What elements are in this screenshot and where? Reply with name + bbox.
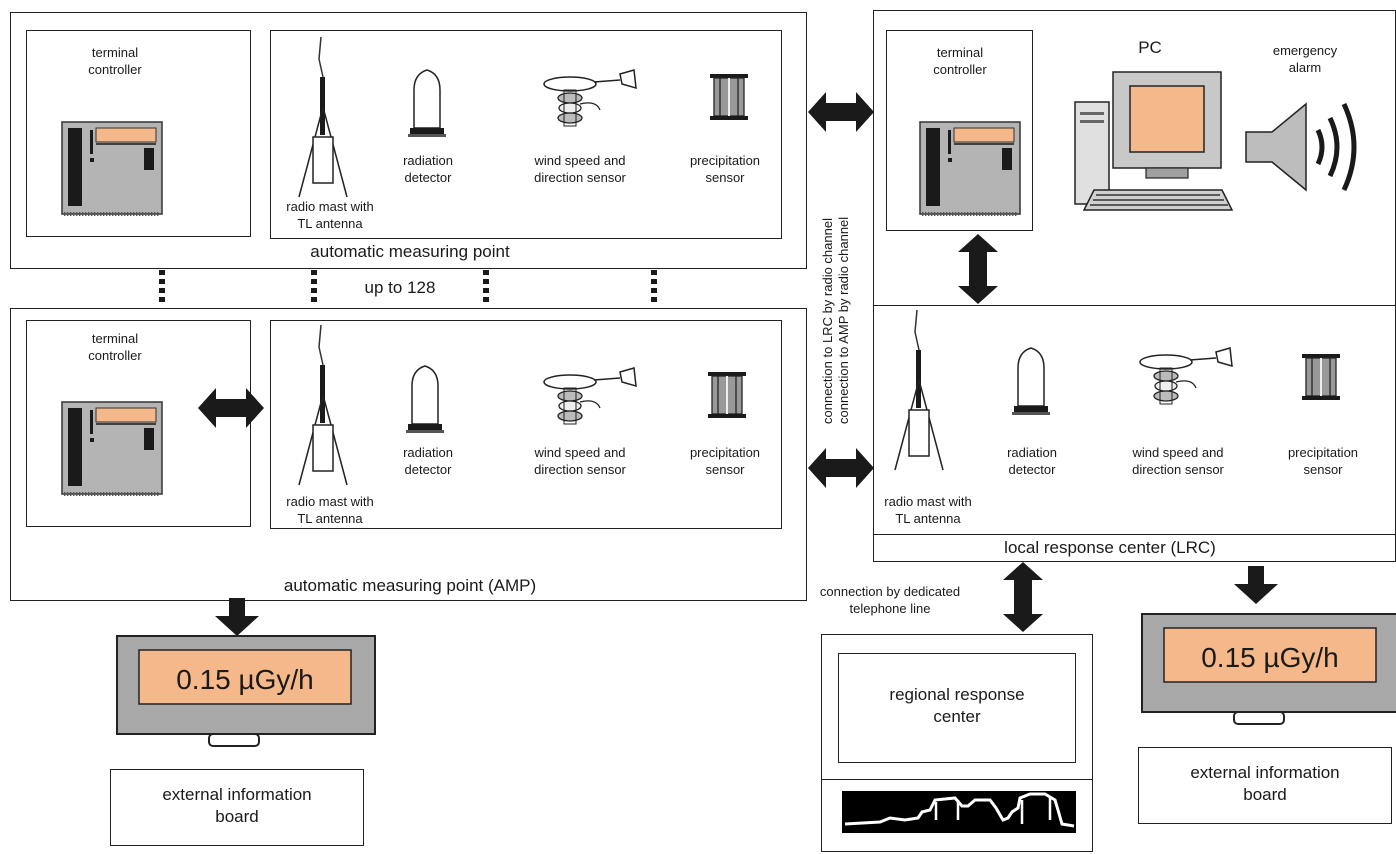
lrc-wind-label: wind speed and direction sensor (1132, 445, 1224, 477)
amp-top-precipitation-sensor-icon (709, 73, 749, 121)
amp-top-mast-label: radio mast with TL antenna (286, 199, 374, 231)
conn-amp-label: connection to AMP by radio channel (836, 216, 851, 424)
amp-bottom-wind-sensor-icon (543, 367, 637, 425)
external-board-right (1138, 747, 1392, 824)
amp-bottom-radio-mast-icon (298, 324, 348, 486)
amp-bottom-terminal-controller-icon (60, 400, 164, 496)
external-board-left-label: external information board (162, 785, 312, 826)
alarm-icon (1245, 102, 1357, 192)
regional-divider (821, 779, 1093, 780)
amp-bottom-tc-label: terminal controller (88, 331, 142, 363)
amp-bottom-precipitation-sensor-icon (707, 371, 747, 419)
pc-icon (1074, 71, 1234, 211)
lrc-divider (873, 305, 1396, 306)
amp-top-rad-label: radiation detector (403, 153, 453, 185)
amp-bottom-sensors-box (270, 320, 782, 529)
amp-bottom-wind-label: wind speed and direction sensor (534, 445, 626, 477)
telephone-link-arrow-icon (1003, 562, 1043, 632)
lrc-internal-arrow-icon (958, 234, 998, 304)
amp-top-radiation-detector-icon (407, 69, 447, 138)
amp-top-wind-sensor-icon (543, 69, 637, 127)
lrc-tc-label: terminal controller (933, 45, 987, 77)
pc-label: PC (1138, 38, 1162, 57)
lrc-to-board-arrow-icon (1234, 566, 1278, 604)
amp-top-caption: automatic measuring point (310, 242, 510, 261)
conn-telephone-label: connection by dedicated telephone line (819, 584, 961, 616)
lrc-display-value: 0.15 µGy/h (1201, 642, 1339, 673)
radio-link-bottom-arrow-icon (808, 448, 874, 488)
regional-inner-box (838, 653, 1076, 763)
lrc-mast-label: radio mast with TL antenna (884, 494, 972, 526)
lrc-radio-mast-icon (894, 309, 944, 471)
regional-label: regional response center (889, 685, 1025, 726)
up-to-label: up to 128 (364, 278, 436, 297)
lrc-rad-label: radiation detector (1007, 445, 1057, 477)
amp-top-precip-label: precipitation sensor (689, 153, 761, 185)
amp-bottom-caption: automatic measuring point (AMP) (283, 576, 537, 595)
amp-to-board-arrow-icon (215, 598, 259, 636)
amp-internal-arrow-icon (198, 388, 264, 428)
amp-top-radio-mast-icon (298, 36, 348, 198)
amp-bottom-precip-label: precipitation sensor (689, 445, 761, 477)
lrc-precip-label: precipitation sensor (1287, 445, 1359, 477)
amp-bottom-mast-label: radio mast with TL antenna (286, 494, 374, 526)
radio-link-top-arrow-icon (808, 92, 874, 132)
amp-bottom-rad-label: radiation detector (403, 445, 453, 477)
lrc-caption: local response center (LRC) (1004, 538, 1216, 557)
alarm-label: emergency alarm (1272, 43, 1338, 75)
lrc-terminal-controller-icon (918, 120, 1022, 216)
external-board-right-label: external information board (1190, 763, 1340, 804)
lrc-wind-sensor-icon (1139, 347, 1233, 405)
external-board-left (110, 769, 364, 846)
amp-top-wind-label: wind speed and direction sensor (534, 153, 626, 185)
lrc-precipitation-sensor-icon (1301, 353, 1341, 401)
regional-building-icon (842, 791, 1076, 833)
amp-top-tc-label: terminal controller (88, 45, 142, 77)
amp-top-sensors-box (270, 30, 782, 239)
conn-lrc-label: connection to LRC by radio channel (820, 218, 835, 424)
amp-display-value: 0.15 µGy/h (176, 664, 314, 695)
amp-bottom-radiation-detector-icon (405, 365, 445, 434)
amp-top-terminal-controller-icon (60, 120, 164, 216)
lrc-radiation-detector-icon (1011, 347, 1051, 416)
